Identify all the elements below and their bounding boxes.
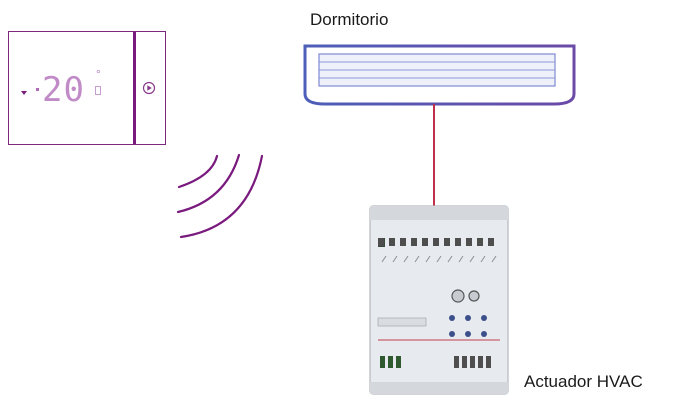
thermostat-divider xyxy=(133,32,136,144)
thermostat-icons xyxy=(21,81,156,95)
play-circle-icon xyxy=(142,81,156,95)
hvac-actuator xyxy=(369,205,509,395)
room-label: Dormitorio xyxy=(310,10,389,29)
decimal-digit xyxy=(95,86,101,95)
thermostat: 20 ° xyxy=(8,31,166,145)
triangle-down-icon xyxy=(21,91,27,95)
display-separator-dot xyxy=(36,88,39,91)
actuator-label: Actuador HVAC xyxy=(524,372,643,391)
temperature-display: 20 xyxy=(42,70,85,110)
air-conditioner-unit xyxy=(303,44,576,106)
degree-symbol: ° xyxy=(96,67,101,81)
wireless-signal-icon xyxy=(176,153,264,239)
